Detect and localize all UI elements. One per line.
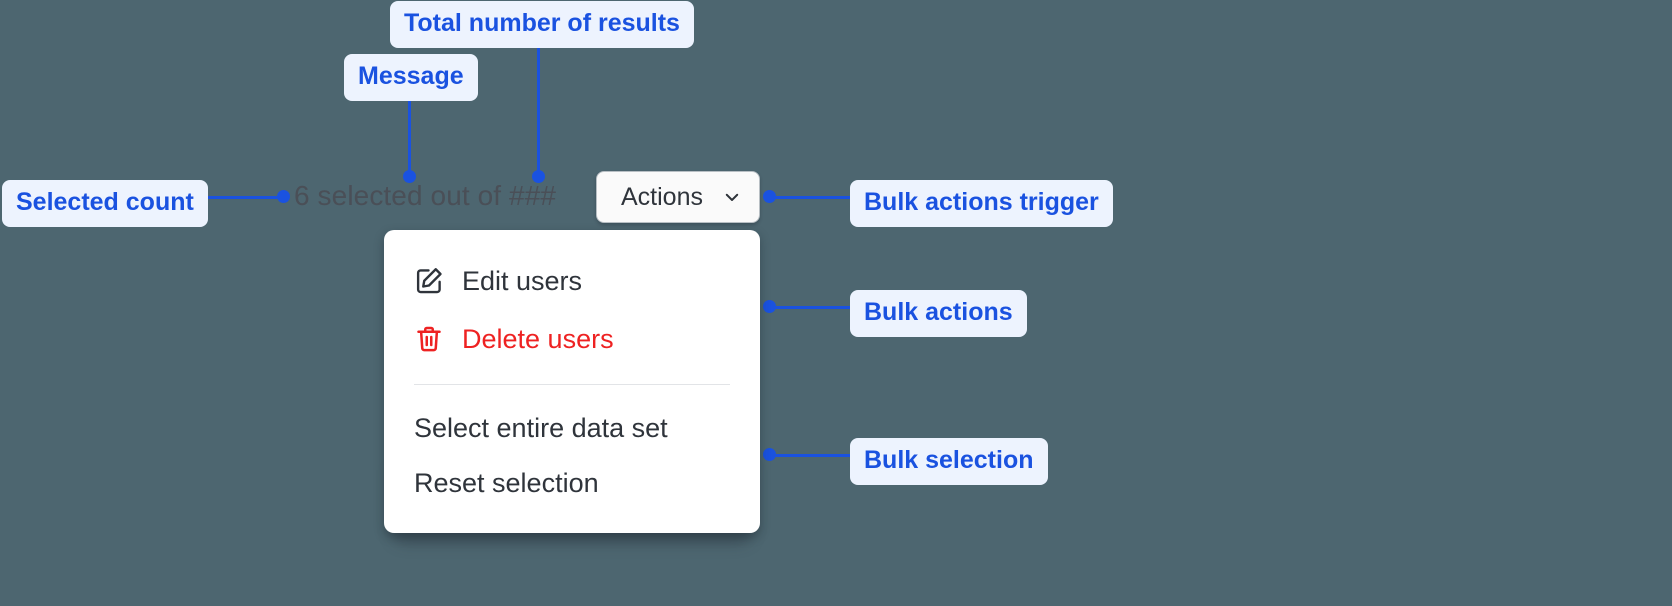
connector-total-results xyxy=(537,38,540,176)
bulk-actions-dropdown-menu: Edit users Delete users Select entire da… xyxy=(384,230,760,533)
connector-message xyxy=(408,90,411,176)
menu-item-label: Select entire data set xyxy=(414,413,668,443)
annotation-bulk-actions-trigger: Bulk actions trigger xyxy=(850,180,1113,227)
annotation-bulk-actions: Bulk actions xyxy=(850,290,1027,337)
connector-dot-bulk-selection xyxy=(763,448,776,461)
connector-dot-message xyxy=(403,170,416,183)
annotation-message: Message xyxy=(344,54,478,101)
annotation-bulk-selection: Bulk selection xyxy=(850,438,1048,485)
connector-dot-bulk-actions-trigger xyxy=(763,190,776,203)
menu-item-delete-users[interactable]: Delete users xyxy=(384,310,760,368)
connector-bulk-actions xyxy=(770,306,852,309)
menu-item-label: Reset selection xyxy=(414,468,599,498)
edit-pencil-icon xyxy=(414,266,444,296)
connector-bulk-actions-trigger xyxy=(770,196,852,199)
menu-item-label: Delete users xyxy=(462,323,614,354)
connector-selected-count xyxy=(201,196,289,199)
annotation-total-number-of-results: Total number of results xyxy=(390,1,694,48)
actions-button-label: Actions xyxy=(621,182,703,211)
menu-item-select-entire-data-set[interactable]: Select entire data set xyxy=(384,401,760,456)
menu-divider xyxy=(414,384,730,385)
bulk-actions-trigger-button[interactable]: Actions xyxy=(596,171,760,223)
chevron-down-icon xyxy=(723,188,741,206)
trash-icon xyxy=(414,324,444,354)
menu-item-label: Edit users xyxy=(462,265,583,296)
connector-dot-total-results xyxy=(532,170,545,183)
annotation-selected-count: Selected count xyxy=(2,180,208,227)
selection-count-message: 6 selected out of ### xyxy=(294,180,557,211)
connector-bulk-selection xyxy=(770,454,852,457)
menu-item-reset-selection[interactable]: Reset selection xyxy=(384,456,760,511)
connector-dot-selected-count xyxy=(277,190,290,203)
connector-dot-bulk-actions xyxy=(763,300,776,313)
menu-item-edit-users[interactable]: Edit users xyxy=(384,252,760,310)
